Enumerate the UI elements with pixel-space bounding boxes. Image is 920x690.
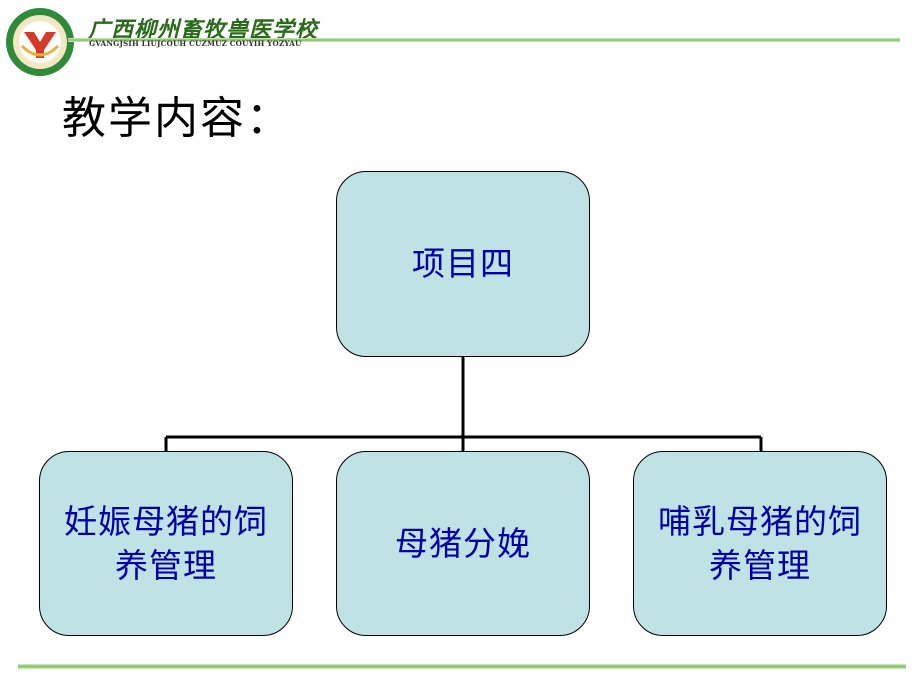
diagram-node-root-label: 项目四 bbox=[412, 244, 514, 283]
slide-heading: 教学内容： bbox=[62, 93, 292, 144]
diagram-node-pregnant-sow: 妊娠母猪的饲养管理 bbox=[39, 451, 293, 636]
diagram-node-farrowing-label: 母猪分娩 bbox=[395, 523, 531, 563]
diagram-node-pregnant-sow-label: 妊娠母猪的饲养管理 bbox=[64, 501, 268, 585]
diagram-node-lactating-sow-label: 哺乳母猪的饲养管理 bbox=[658, 501, 862, 585]
footer-divider bbox=[18, 664, 906, 669]
diagram-node-root: 项目四 bbox=[336, 171, 590, 357]
header-divider bbox=[68, 38, 900, 42]
diagram-node-farrowing: 母猪分娩 bbox=[336, 451, 590, 636]
school-emblem-icon bbox=[4, 6, 76, 78]
school-name-romanized: GVANGJSIH LIUJCOUH CUZMUZ COUYIH YOZYAU bbox=[89, 39, 302, 48]
diagram-node-lactating-sow: 哺乳母猪的饲养管理 bbox=[633, 451, 887, 636]
